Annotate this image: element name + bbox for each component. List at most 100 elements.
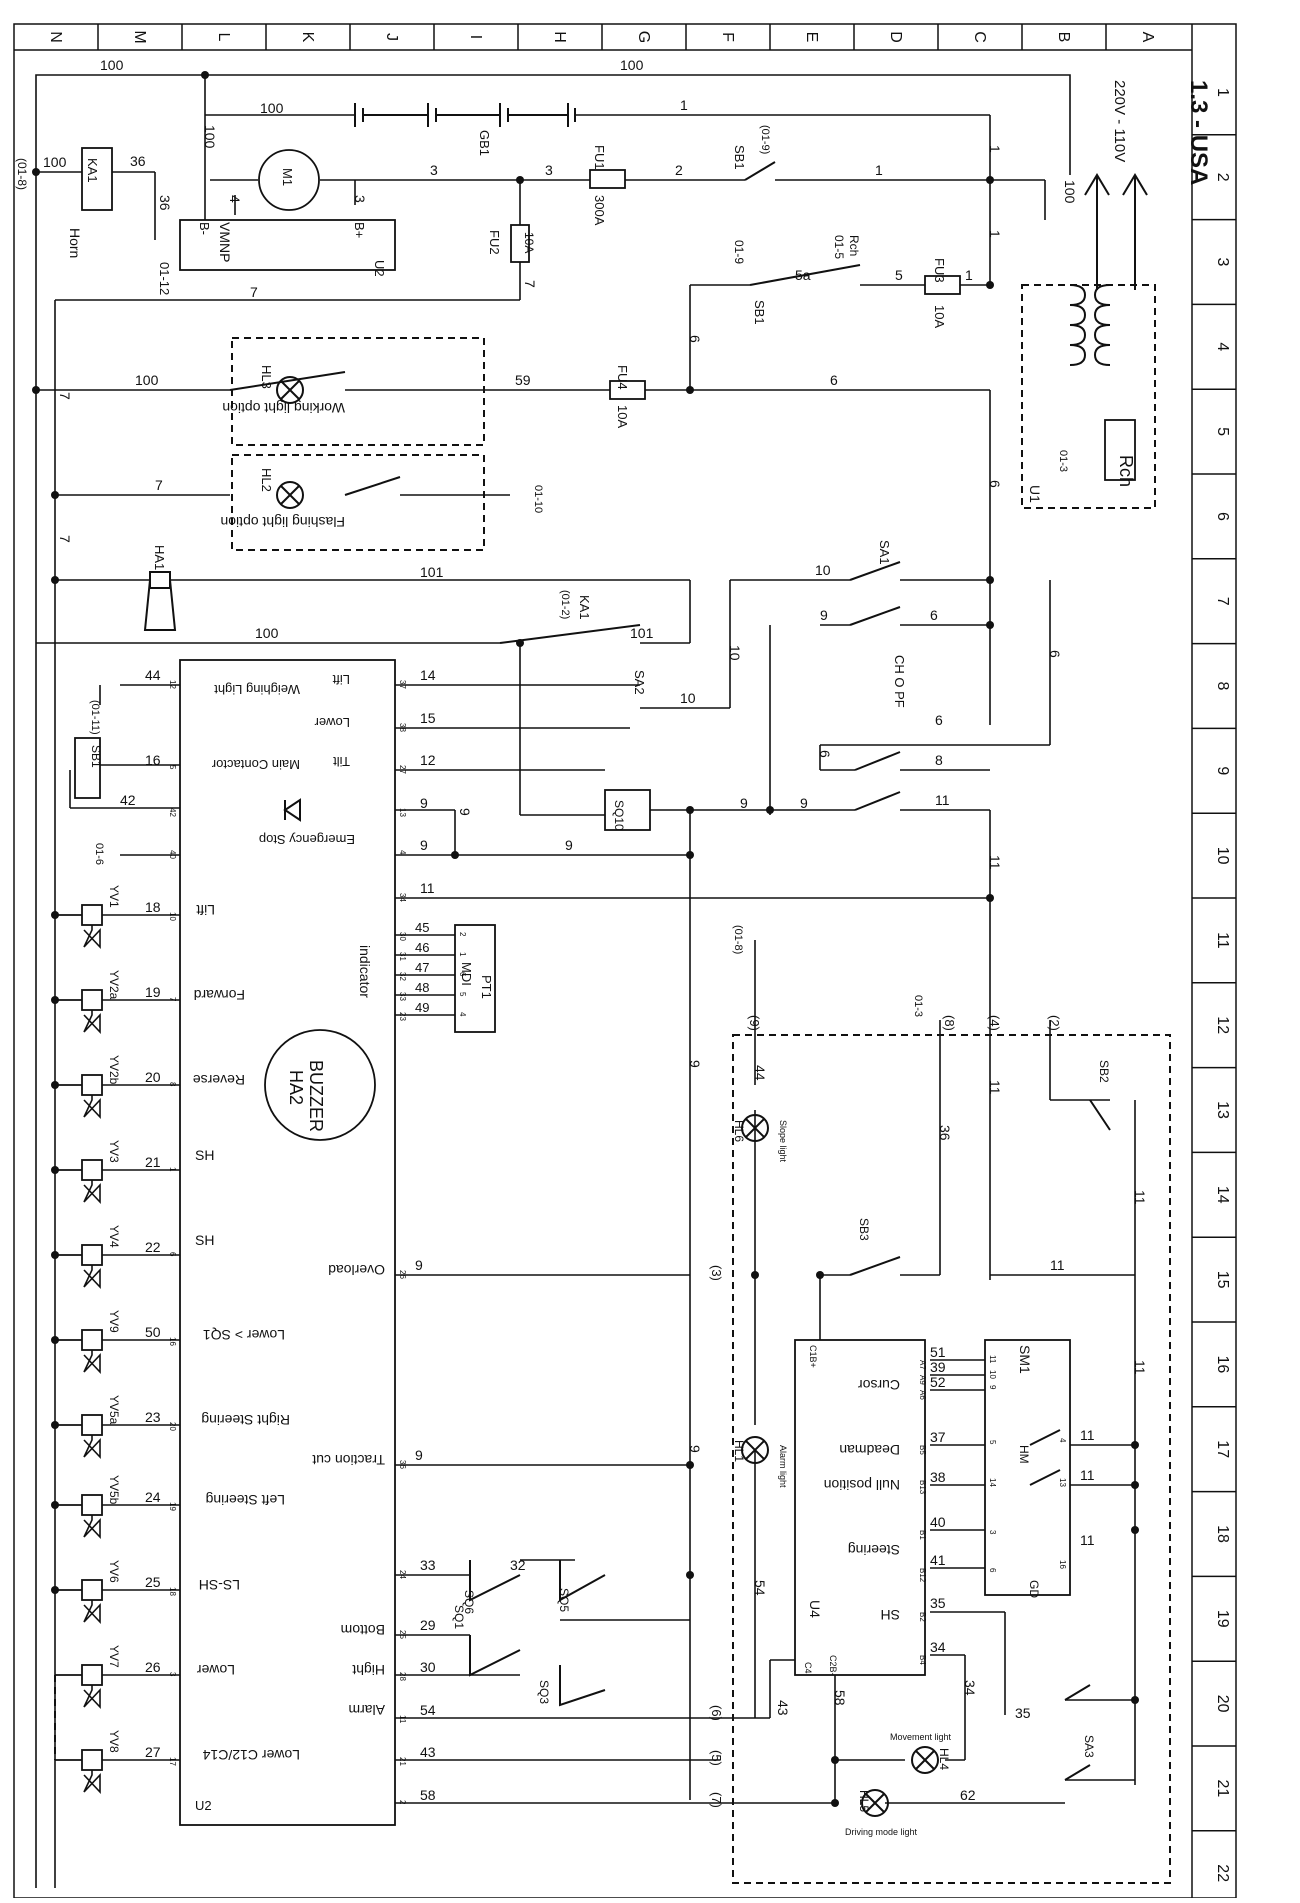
label-w33: 33 — [420, 1557, 436, 1573]
label-p3: (3) — [709, 1265, 724, 1281]
label-w11c: 11 — [420, 880, 435, 896]
label-yv2b: YV2b — [107, 1055, 121, 1085]
label-w47: 47 — [415, 960, 429, 975]
label-w23: 23 — [145, 1409, 161, 1425]
column-letter: E — [803, 32, 820, 43]
label-yv4: YV4 — [107, 1225, 121, 1248]
label-w42: 42 — [120, 792, 136, 808]
label-yv9: YV9 — [107, 1310, 121, 1333]
misc-symbols — [55, 103, 1148, 1817]
label-sq6: SQ6 — [462, 1590, 476, 1614]
label-w6c: 6 — [987, 480, 1003, 488]
label-sa2: SA2 — [632, 670, 647, 695]
label-hm: HM — [1017, 1445, 1031, 1464]
label-f_sh1: SH — [195, 1147, 214, 1163]
label-yv2a: YV2a — [107, 970, 121, 1000]
label-w11a: 11 — [935, 792, 950, 808]
label-ha2: HA2 — [286, 1070, 306, 1105]
label-b1: B1 — [918, 1530, 927, 1540]
label-p4: (4) — [987, 1015, 1002, 1031]
label-w6a: 6 — [687, 335, 703, 343]
label-alarmlight: Alarm light — [778, 1445, 788, 1488]
label-p42: 42 — [168, 808, 177, 817]
row-number: 17 — [1214, 1440, 1231, 1458]
label-w8: 8 — [935, 752, 943, 768]
label-w21: 21 — [145, 1154, 161, 1170]
label-w6b: 6 — [830, 372, 838, 388]
label-s10: 10 — [988, 1370, 997, 1379]
label-fu2: FU2 — [487, 230, 502, 255]
label-ref_0112: 01-12 — [157, 262, 172, 295]
label-w32: 32 — [510, 1557, 526, 1573]
label-w101b: 101 — [630, 625, 654, 641]
label-sq10: SQ10 — [612, 800, 626, 831]
label-w20: 20 — [145, 1069, 161, 1085]
label-hl6: HL6 — [732, 1120, 746, 1142]
label-hl3: HL3 — [259, 365, 274, 389]
label-p9: (9) — [747, 1015, 762, 1031]
label-yv5a: YV5a — [107, 1395, 121, 1425]
label-f_lowersq: Lower > SQ1 — [203, 1327, 285, 1343]
label-w14: 14 — [420, 667, 436, 683]
label-deadman: Deadman — [839, 1442, 900, 1458]
vmnp-box — [179, 219, 396, 271]
label-p12: 12 — [168, 680, 177, 689]
label-s3: 3 — [988, 1530, 997, 1535]
label-p8: (8) — [942, 1015, 957, 1031]
label-p5: 5 — [168, 765, 177, 770]
label-w25: 25 — [145, 1574, 161, 1590]
label-w1b: 1 — [875, 162, 883, 178]
row-number: 2 — [1214, 173, 1231, 182]
label-p19: 19 — [168, 1502, 177, 1511]
label-overload: Overload — [328, 1262, 385, 1278]
label-indicator: indicator — [357, 945, 373, 998]
label-w7d: 7 — [155, 477, 163, 493]
row-number: 21 — [1214, 1780, 1231, 1798]
label-lift: Lift — [332, 672, 350, 687]
row-number: 15 — [1214, 1271, 1231, 1289]
label-m2: 2 — [458, 932, 467, 937]
label-traction: Traction cut — [312, 1452, 385, 1468]
fuse-fu4 — [609, 380, 646, 400]
column-letter: C — [971, 31, 988, 43]
label-sm1: SM1 — [1017, 1345, 1033, 1374]
label-tilt: Tilt — [333, 754, 350, 769]
label-w10b: 10 — [727, 645, 743, 661]
label-m1: M1 — [280, 168, 295, 186]
label-fu1_val: 300A — [592, 195, 607, 226]
label-p33: 33 — [398, 992, 407, 1001]
label-p17: 17 — [168, 1757, 177, 1766]
label-w35a: 35 — [930, 1595, 946, 1611]
label-maincont: Main Contactor — [211, 757, 300, 772]
column-letter: K — [299, 32, 316, 43]
label-w16: 16 — [145, 752, 161, 768]
label-w19: 19 — [145, 984, 161, 1000]
label-w100c: 100 — [260, 100, 284, 116]
label-yv3: YV3 — [107, 1140, 121, 1163]
label-horn: Horn — [67, 228, 83, 258]
label-p28: 28 — [398, 1672, 407, 1681]
label-hight: Hight — [352, 1662, 385, 1678]
label-ref_0110: 01-10 — [532, 485, 544, 513]
label-lower: Lower — [314, 715, 350, 730]
label-w9d: 9 — [457, 808, 473, 816]
label-vmnp: VMNP — [217, 222, 233, 262]
column-letter: J — [383, 33, 400, 41]
label-s9: 9 — [988, 1385, 997, 1390]
label-f_sh2: SH — [195, 1232, 214, 1248]
fuse-fu3 — [924, 275, 961, 295]
label-pt1: PT1 — [479, 975, 494, 999]
label-p7: 7 — [168, 997, 177, 1002]
label-p13: 13 — [398, 808, 407, 817]
label-w12: 12 — [420, 752, 436, 768]
label-ref_0111: (01-11) — [89, 700, 101, 735]
label-w3a: 3 — [430, 162, 438, 178]
label-p38: 38 — [398, 723, 407, 732]
label-slope: Slope light — [778, 1120, 788, 1163]
column-letter: M — [131, 30, 148, 43]
label-w52: 52 — [930, 1374, 946, 1390]
label-w50: 50 — [145, 1324, 161, 1340]
label-w100b: 100 — [620, 57, 644, 73]
